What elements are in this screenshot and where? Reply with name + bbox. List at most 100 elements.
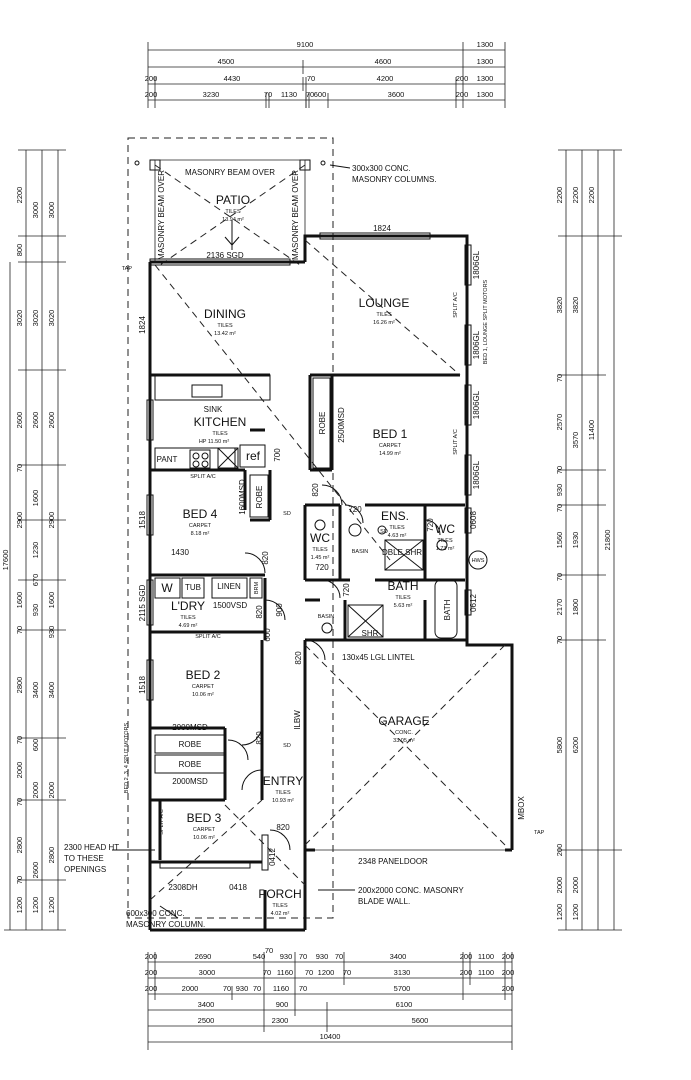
wc-pan-icon-2 [436, 539, 448, 551]
window [464, 244, 472, 286]
dim-bottom-2: 70 [343, 968, 351, 977]
room-area: 10.06 m² [192, 692, 214, 698]
room-name-bath: BATH [387, 579, 418, 593]
dim-top-3: 4200 [377, 74, 394, 83]
aircon-label: SPLIT A/C [453, 292, 459, 318]
dim-left: 70 [15, 464, 24, 472]
linen-label: LINEN [217, 582, 241, 591]
room-finish: CARPET [189, 523, 212, 529]
tub-label: TUB [185, 583, 201, 592]
dim-bottom-3: 70 [253, 984, 261, 993]
split-motors-label: BED 1, LOUNGE SPLIT MOTORS [483, 279, 489, 364]
window [464, 454, 472, 496]
dim-right: 2570 [555, 414, 564, 431]
bottom-dimensions: 200 2690 540 70 930 70 930 70 3400 200 1… [145, 946, 514, 1050]
room-area: 10.93 m² [272, 798, 294, 804]
dim-bottom-2: 200 [460, 968, 473, 977]
window-label: 1806GL [472, 390, 481, 419]
dim-bottom-3: 70 [223, 984, 231, 993]
room-finish: TILES [275, 790, 291, 796]
dim-left: 1600 [47, 592, 56, 609]
door-label: 820 [261, 551, 270, 565]
robe-door-label: 1600MSD [238, 479, 247, 515]
bath-shower [347, 604, 384, 638]
window [149, 258, 291, 266]
window-label: 1806GL [472, 250, 481, 279]
note-column: 600x300 CONC. [126, 909, 185, 918]
note-columns: 300x300 CONC. [352, 164, 411, 173]
note-blade-wall: 200x2000 CONC. MASONRY [358, 886, 464, 895]
dim-left: 2000 [47, 782, 56, 799]
dim-left: 2600 [47, 412, 56, 429]
smoke-detector-label: SD [283, 511, 291, 517]
dim-left: 70 [15, 876, 24, 884]
window-label: 1824 [373, 224, 391, 233]
dim-top-3: 4430 [224, 74, 241, 83]
tap-label: TAP [534, 830, 545, 836]
room-finish: CARPET [192, 684, 215, 690]
robe-label: ROBE [318, 412, 327, 435]
window [146, 579, 154, 626]
dim-left: 600 [31, 739, 40, 752]
window-label: 0418 [229, 883, 247, 892]
broom-cupboard [249, 577, 263, 599]
dim-bottom-5: 5600 [412, 1016, 429, 1025]
robe-door-label: 2500MSD [337, 407, 346, 443]
smoke-detector-label: SD [283, 743, 291, 749]
room-finish: TILES [389, 525, 405, 531]
window [464, 589, 472, 616]
dim-top-2: 4500 [218, 57, 235, 66]
dim-left-total: 17600 [1, 550, 10, 571]
dim-left: 2600 [31, 862, 40, 879]
basin-label: BASIN [352, 549, 369, 555]
dim-top-3: 200 [145, 74, 158, 83]
room-finish: TILES [180, 615, 196, 621]
dim-right: 1200 [571, 904, 580, 921]
note-head-height: 2300 HEAD HT [64, 843, 119, 852]
dim-bottom-2: 200 [145, 968, 158, 977]
dim-right: 3820 [571, 297, 580, 314]
room-area: 33.05 m² [393, 738, 415, 744]
dim-top-4: 70 [264, 90, 272, 99]
door-label: 820 [276, 823, 290, 832]
dim-top-4: 3230 [203, 90, 220, 99]
dim-left: 2000 [31, 782, 40, 799]
window [464, 324, 472, 366]
dim-left: 3020 [47, 310, 56, 327]
dim-bottom-1: 930 [316, 952, 329, 961]
dim-right: 1560 [555, 532, 564, 549]
dim-right: 70 [555, 374, 564, 382]
dim-top-3: 1300 [477, 74, 494, 83]
dim-left: 3020 [15, 310, 24, 327]
door-label: 820 [255, 731, 264, 745]
room-area: 4.63 m² [388, 533, 407, 539]
door-label: 720 [342, 583, 351, 597]
dim-left: 1600 [15, 592, 24, 609]
dim-right: 2200 [571, 187, 580, 204]
dim-bottom-1: 2690 [195, 952, 212, 961]
room-finish: TILES [395, 595, 411, 601]
beam-label: MASONRY BEAM OVER [185, 168, 275, 177]
robe-door-label: 2000MSD [172, 723, 208, 732]
dim-right: 70 [555, 504, 564, 512]
dim-right: 1800 [571, 599, 580, 616]
bed1-robe [312, 377, 331, 469]
room-finish: CARPET [193, 827, 216, 833]
room-area: 13.42 m² [214, 331, 236, 337]
room-name-bed1: BED 1 [373, 427, 408, 441]
room-finish: TILES [437, 538, 453, 544]
dim-bottom-4: 3400 [198, 1000, 215, 1009]
room-name-garage: GARAGE [378, 714, 429, 728]
bathtub-label: BATH [443, 599, 452, 620]
room-area: 10.06 m² [193, 835, 215, 841]
dim-left: 2800 [15, 837, 24, 854]
dim-left: 2600 [15, 412, 24, 429]
room-area: 8.18 m² [191, 531, 210, 537]
dim-left: 2800 [15, 677, 24, 694]
dim-left: 3020 [31, 310, 40, 327]
ensuite-shower [384, 539, 424, 571]
washer-label: W [161, 581, 173, 595]
door-label: 820 [255, 605, 264, 619]
dim-bottom-1: 70 [299, 952, 307, 961]
shower-label: DBLE SHR [382, 548, 422, 557]
